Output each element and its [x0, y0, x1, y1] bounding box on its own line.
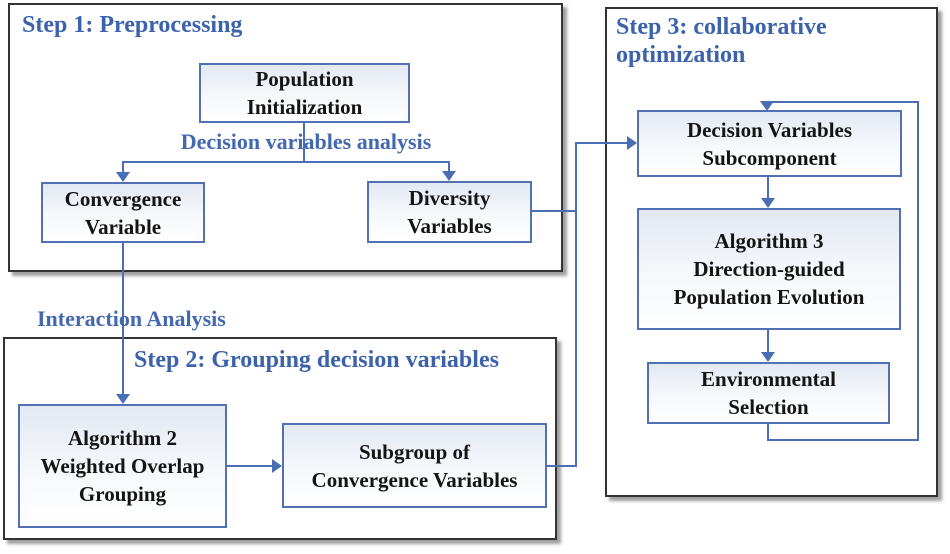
connector-population-down	[303, 123, 305, 163]
step3-title: Step 3: collaborative optimization	[616, 14, 827, 68]
connector-branch-left-down	[122, 161, 124, 173]
node-direction-guided-population-evolution-line3: Population Evolution	[673, 285, 865, 309]
connector-subgroup-right	[547, 465, 577, 467]
connector-branch-right-down	[448, 161, 450, 173]
connector-feedback-right-rail	[917, 101, 919, 441]
node-subgroup-convergence-variables-line1: Subgroup of	[358, 439, 471, 464]
connector-mid-rail	[575, 142, 577, 467]
connector-convergence-to-grouping	[122, 242, 124, 394]
node-weighted-overlap-grouping-line3: Grouping	[78, 482, 167, 506]
node-weighted-overlap-grouping-line1: Algorithm 2	[67, 426, 178, 450]
node-weighted-overlap-grouping: Algorithm 2 Weighted Overlap Grouping	[18, 404, 227, 528]
arrowhead-into-algorithm2	[116, 394, 130, 404]
connector-feedback-down	[767, 424, 769, 441]
arrowhead-into-diversity	[442, 171, 456, 181]
connector-into-subcomponent	[575, 142, 627, 144]
node-subgroup-convergence-variables-line2: Convergence Variables	[311, 467, 518, 492]
node-convergence-variable: Convergence Variable	[41, 182, 205, 243]
connector-algorithm3-to-selection	[767, 330, 769, 352]
node-environmental-selection-line1: Environmental	[701, 367, 836, 391]
node-diversity-variables-line2: Variables	[407, 214, 492, 238]
node-decision-variables-subcomponent-line1: Decision Variables	[686, 117, 853, 142]
connector-feedback-bottom	[767, 439, 919, 441]
arrowhead-into-convergence	[116, 172, 130, 182]
node-population-initialization: Population Initialization	[199, 63, 410, 123]
arrowhead-into-subgroup	[272, 459, 282, 473]
arrowhead-into-subcomponent	[627, 136, 637, 150]
connector-branch-horizontal	[122, 161, 449, 163]
connector-feedback-top	[766, 101, 919, 103]
node-direction-guided-population-evolution: Algorithm 3 Direction-guided Population …	[637, 208, 901, 330]
interaction-analysis-label: Interaction Analysis	[37, 306, 226, 331]
node-diversity-variables: Diversity Variables	[367, 181, 532, 243]
connector-algorithm2-to-subgroup	[227, 465, 272, 467]
node-environmental-selection: Environmental Selection	[647, 362, 890, 424]
node-convergence-variable-line1: Convergence	[64, 186, 182, 211]
node-diversity-variables-line1: Diversity	[408, 186, 491, 210]
connector-subcomponent-to-algorithm3	[767, 177, 769, 198]
node-decision-variables-subcomponent: Decision Variables Subcomponent	[637, 110, 902, 177]
step1-title: Step 1: Preprocessing	[22, 12, 243, 38]
arrowhead-feedback-into-subcomponent	[760, 101, 774, 111]
step2-title: Step 2: Grouping decision variables	[134, 347, 499, 373]
connector-diversity-right	[531, 210, 577, 212]
arrowhead-into-selection	[761, 352, 775, 362]
node-convergence-variable-line2: Variable	[84, 214, 162, 239]
node-subgroup-convergence-variables: Subgroup of Convergence Variables	[282, 423, 547, 508]
node-direction-guided-population-evolution-line1: Algorithm 3	[714, 229, 824, 253]
node-environmental-selection-line2: Selection	[728, 395, 809, 419]
node-weighted-overlap-grouping-line2: Weighted Overlap	[40, 454, 205, 478]
decision-variables-analysis-label: Decision variables analysis	[180, 129, 432, 154]
node-population-initialization-line1: Population	[255, 67, 354, 91]
arrowhead-into-algorithm3	[761, 198, 775, 208]
node-population-initialization-line2: Initialization	[246, 95, 363, 119]
node-direction-guided-population-evolution-line2: Direction-guided	[693, 257, 845, 281]
node-decision-variables-subcomponent-line2: Subcomponent	[702, 145, 837, 170]
